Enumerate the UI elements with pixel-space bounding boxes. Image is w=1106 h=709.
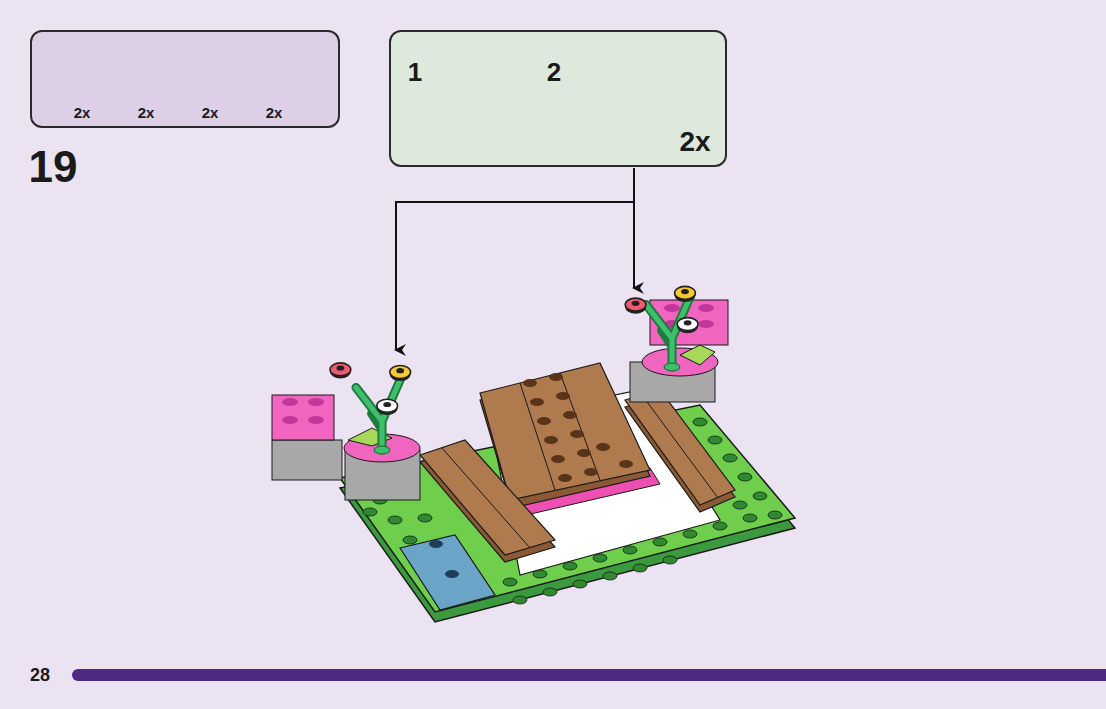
quantity-label: 2x [138,105,155,120]
page-number: 28 [30,666,50,684]
substep-callout-box: 1 2 2x [389,30,727,167]
step-number: 19 [29,145,78,189]
quantity-label: 2x [679,128,710,156]
parts-callout-box: 2x 2x 2x 2x [30,30,340,128]
quantity-label: 2x [266,105,283,120]
quantity-label: 2x [202,105,219,120]
quantity-label: 2 [547,59,561,85]
quantity-label: 2x [74,105,91,120]
quantity-label: 1 [408,59,422,85]
